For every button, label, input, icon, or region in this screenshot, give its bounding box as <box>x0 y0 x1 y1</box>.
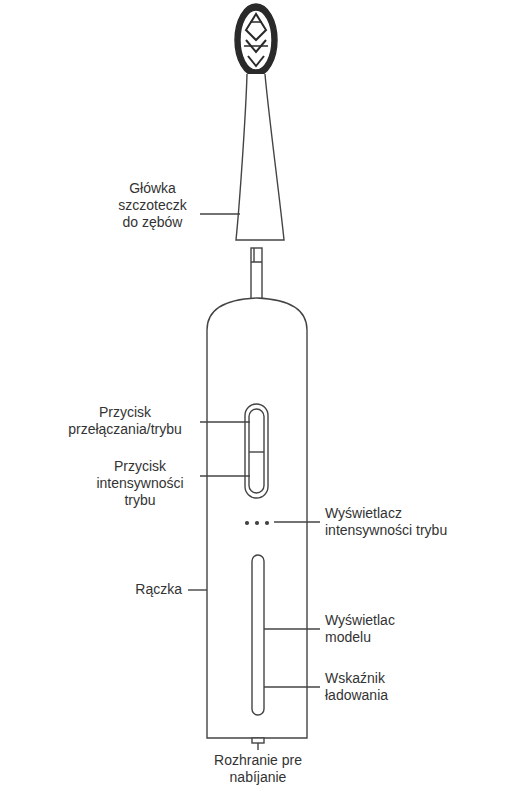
charge-indicator-label: Wskaźnik ładowania <box>325 670 415 704</box>
model-display-label: Wyświetlac modelu <box>325 612 415 646</box>
charging-port-label: Rozhranie pre nabíjanie <box>210 752 306 786</box>
intensity-display-label: Wyświetlacz intensywności trybu <box>325 505 485 539</box>
intensity-button-label: Przycisk intensywności trybu <box>85 458 195 509</box>
mode-button-label: Przycisk przełączania/trybu <box>55 404 195 438</box>
handle-label: Rączka <box>102 581 182 598</box>
brush-head-label: Główka szczoteczk do zębów <box>110 180 195 231</box>
